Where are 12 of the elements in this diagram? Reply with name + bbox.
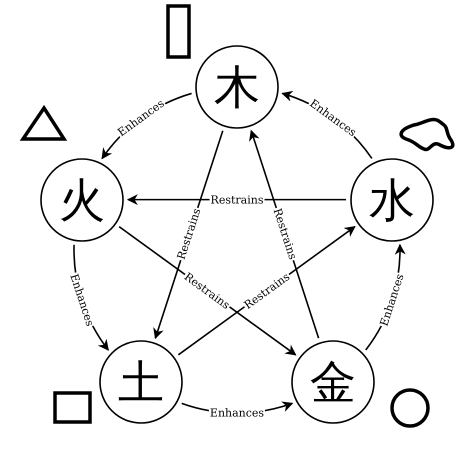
edge-label: Enhances	[208, 408, 266, 418]
element-circle	[40, 158, 124, 242]
element-character: 火	[58, 176, 105, 223]
edge-label: Restrains	[210, 194, 264, 206]
element-circle	[350, 158, 434, 242]
element-character: 土	[118, 358, 164, 405]
element-circle	[99, 340, 184, 424]
element-circle	[195, 45, 279, 129]
element-circle	[290, 340, 375, 424]
element-character: 金	[310, 358, 356, 405]
element-character: 水	[369, 176, 416, 223]
element-character: 木	[214, 64, 260, 110]
